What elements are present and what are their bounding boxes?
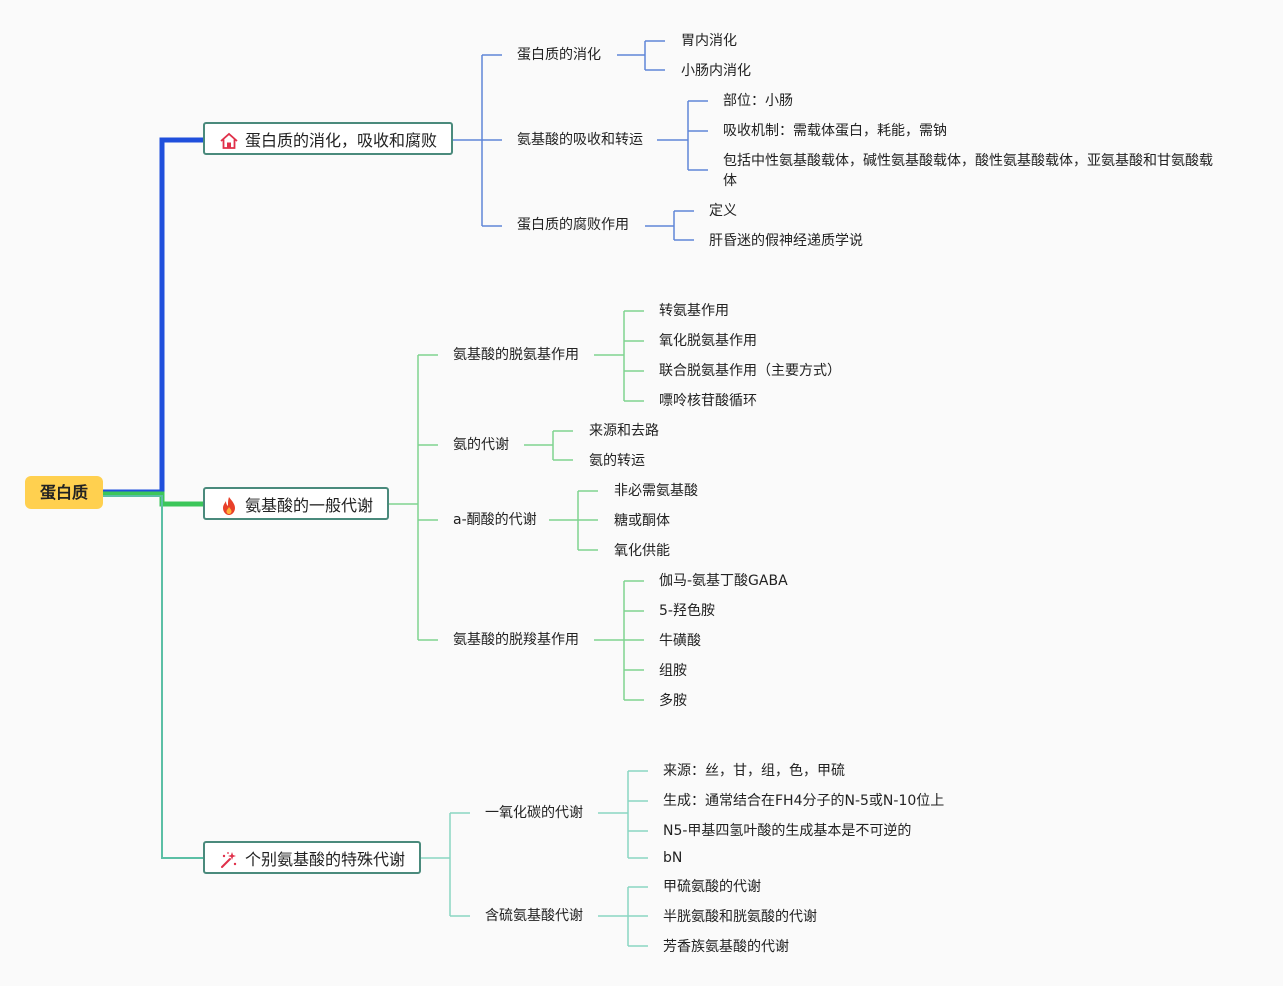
leaf-oxidative-deamination[interactable]: 氧化脱氨基作用 [659, 333, 757, 349]
leaf-gaba[interactable]: 伽马-氨基丁酸GABA [659, 573, 788, 589]
leaf-source-aa[interactable]: 来源：丝，甘，组，色，甲硫 [663, 763, 845, 779]
leaf-mechanism[interactable]: 吸收机制：需载体蛋白，耗能，需钠 [723, 123, 947, 139]
node-decarboxylation[interactable]: 氨基酸的脱羧基作用 [453, 632, 579, 648]
leaf-carriers[interactable]: 包括中性氨基酸载体，碱性氨基酸载体，酸性氨基酸载体，亚氨基酸和甘氨酸载体 [723, 153, 1213, 189]
leaf-false-neurotransmitter[interactable]: 肝昏迷的假神经递质学说 [709, 233, 863, 249]
node-one-carbon[interactable]: 一氧化碳的代谢 [485, 805, 583, 821]
leaf-fh4-binding[interactable]: 生成：通常结合在FH4分子的N-5或N-10位上 [663, 793, 945, 809]
branch-general-metabolism-title: 氨基酸的一般代谢 [245, 496, 374, 515]
leaf-sugar-ketone[interactable]: 糖或酮体 [614, 513, 670, 529]
leaf-ammonia-transport[interactable]: 氨的转运 [589, 453, 645, 469]
leaf-serotonin[interactable]: 5-羟色胺 [659, 603, 715, 619]
leaf-definition[interactable]: 定义 [709, 203, 737, 219]
node-ammonia-metabolism[interactable]: 氨的代谢 [453, 437, 509, 453]
branch-special-metabolism[interactable]: 个别氨基酸的特殊代谢 [203, 841, 421, 874]
node-aa-absorption[interactable]: 氨基酸的吸收和转运 [517, 132, 643, 148]
branch-digestion-title: 蛋白质的消化，吸收和腐败 [245, 131, 438, 150]
node-protein-digestion[interactable]: 蛋白质的消化 [517, 47, 601, 63]
leaf-methionine[interactable]: 甲硫氨酸的代谢 [663, 879, 761, 895]
leaf-site[interactable]: 部位：小肠 [723, 93, 793, 109]
sparkle-icon [221, 852, 237, 868]
leaf-purine-cycle[interactable]: 嘌呤核苷酸循环 [659, 393, 757, 409]
leaf-aromatic-aa[interactable]: 芳香族氨基酸的代谢 [663, 939, 789, 955]
branch-digestion[interactable]: 蛋白质的消化，吸收和腐败 [203, 122, 453, 155]
root-node[interactable]: 蛋白质 [25, 476, 103, 509]
leaf-oxidation-energy[interactable]: 氧化供能 [614, 543, 670, 559]
node-sulfur-aa[interactable]: 含硫氨基酸代谢 [485, 908, 583, 924]
leaf-transamination[interactable]: 转氨基作用 [659, 303, 729, 319]
leaf-joint-deamination[interactable]: 联合脱氨基作用（主要方式） [659, 363, 841, 379]
house-icon [220, 132, 238, 149]
leaf-source-fate[interactable]: 来源和去路 [589, 423, 659, 439]
leaf-bn[interactable]: bN [663, 850, 683, 866]
leaf-cysteine[interactable]: 半胱氨酸和胱氨酸的代谢 [663, 909, 817, 925]
branch-special-metabolism-title: 个别氨基酸的特殊代谢 [245, 850, 406, 869]
node-keto-acid[interactable]: a-酮酸的代谢 [453, 512, 537, 528]
leaf-polyamine[interactable]: 多胺 [659, 693, 687, 709]
branch-general-metabolism[interactable]: 氨基酸的一般代谢 [203, 487, 389, 520]
leaf-histamine[interactable]: 组胺 [659, 663, 687, 679]
leaf-n5-methyl[interactable]: N5-甲基四氢叶酸的生成基本是不可逆的 [663, 823, 912, 839]
leaf-intestine-digestion[interactable]: 小肠内消化 [681, 63, 751, 79]
leaf-taurine[interactable]: 牛磺酸 [659, 633, 701, 649]
leaf-nonessential-aa[interactable]: 非必需氨基酸 [614, 483, 698, 499]
fire-icon [223, 497, 235, 515]
node-putrefaction[interactable]: 蛋白质的腐败作用 [517, 217, 629, 233]
node-deamination[interactable]: 氨基酸的脱氨基作用 [453, 347, 579, 363]
leaf-stomach-digestion[interactable]: 胃内消化 [681, 33, 737, 49]
